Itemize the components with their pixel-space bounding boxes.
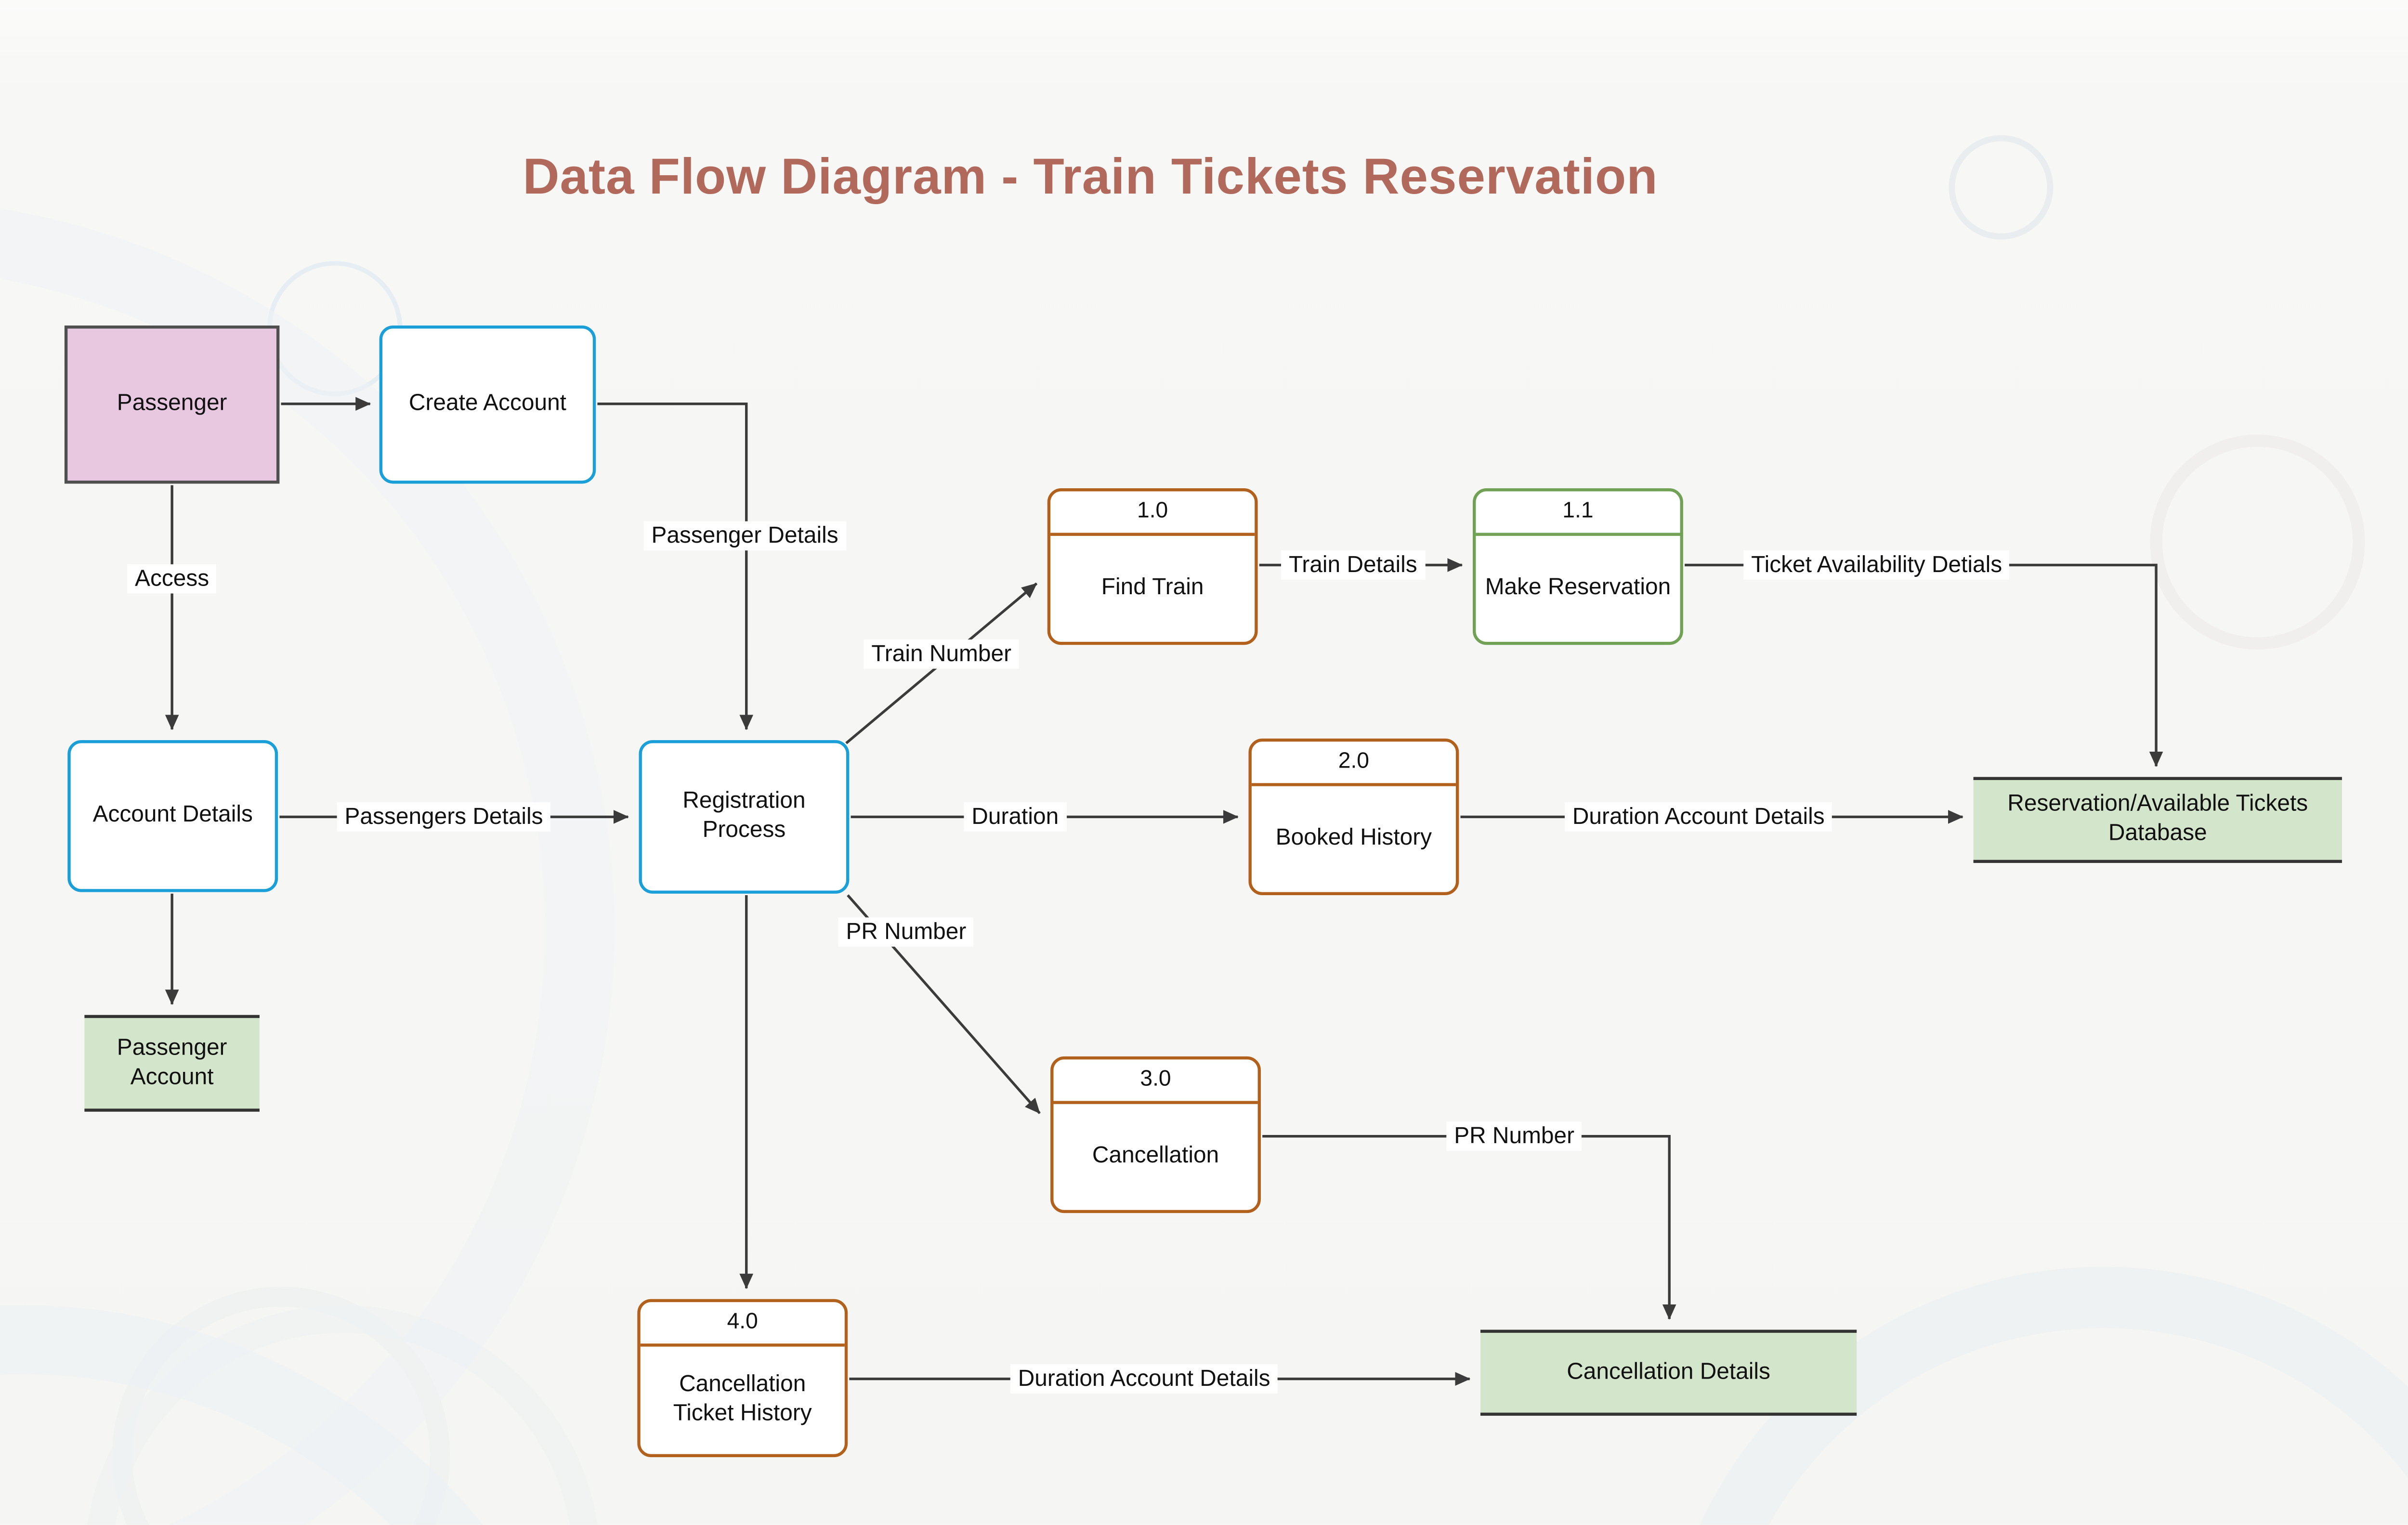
node-cancellation-ticket-history: 4.0 Cancellation Ticket History bbox=[637, 1299, 848, 1458]
edge-label-duration-account-details-top: Duration Account Details bbox=[1564, 802, 1832, 832]
node-passenger: Passenger bbox=[64, 326, 280, 484]
node-make-reservation: 1.1 Make Reservation bbox=[1473, 488, 1683, 645]
process-number: 1.0 bbox=[1050, 491, 1255, 536]
edge-label-duration: Duration bbox=[964, 802, 1067, 832]
node-cancellation-details: Cancellation Details bbox=[1480, 1329, 1857, 1416]
edge-label-access: Access bbox=[127, 564, 217, 594]
node-label: Account Details bbox=[92, 801, 253, 828]
edge-label-train-details: Train Details bbox=[1281, 550, 1425, 580]
node-label: Passenger Account bbox=[117, 1034, 227, 1090]
edge-label-train-number: Train Number bbox=[864, 639, 1019, 669]
node-passenger-account: Passenger Account bbox=[84, 1015, 260, 1112]
edge-label-passenger-details: Passenger Details bbox=[643, 521, 846, 551]
node-label: Reservation/Available Tickets Database bbox=[2007, 791, 2308, 847]
node-label: Make Reservation bbox=[1485, 574, 1671, 601]
node-registration-process: Registration Process bbox=[639, 740, 850, 894]
edge-label-pr-number-right: PR Number bbox=[1446, 1121, 1583, 1151]
process-number: 2.0 bbox=[1251, 742, 1456, 786]
process-number: 3.0 bbox=[1053, 1059, 1258, 1104]
edge-passenger-details bbox=[597, 402, 754, 730]
node-account-details: Account Details bbox=[67, 740, 278, 892]
edge-ticket-availability bbox=[1685, 563, 2163, 767]
node-create-account: Create Account bbox=[379, 326, 596, 484]
node-label: Passenger bbox=[117, 390, 227, 417]
node-find-train: 1.0 Find Train bbox=[1047, 488, 1258, 645]
node-label: Cancellation bbox=[1092, 1142, 1219, 1169]
node-label: Create Account bbox=[408, 390, 566, 417]
edge-pr-number-right bbox=[1262, 1134, 1676, 1320]
node-label: Find Train bbox=[1101, 574, 1204, 601]
edge-label-pr-number-diagonal: PR Number bbox=[838, 917, 974, 947]
node-cancellation: 3.0 Cancellation bbox=[1050, 1056, 1261, 1213]
process-number: 4.0 bbox=[640, 1302, 845, 1347]
edge-label-passengers-details: Passengers Details bbox=[337, 802, 551, 832]
process-number: 1.1 bbox=[1476, 491, 1680, 536]
node-reservation-database: Reservation/Available Tickets Database bbox=[1973, 777, 2342, 863]
edge-label-duration-account-details-bottom: Duration Account Details bbox=[1010, 1364, 1278, 1394]
node-label: Cancellation Ticket History bbox=[673, 1371, 812, 1427]
diagram-title: Data Flow Diagram - Train Tickets Reserv… bbox=[523, 147, 1658, 205]
edge-label-ticket-availability: Ticket Availability Detials bbox=[1743, 550, 2010, 580]
node-booked-history: 2.0 Booked History bbox=[1248, 738, 1459, 896]
node-label: Cancellation Details bbox=[1567, 1358, 1770, 1385]
node-label: Booked History bbox=[1275, 824, 1432, 851]
node-label: Registration Process bbox=[682, 788, 806, 843]
